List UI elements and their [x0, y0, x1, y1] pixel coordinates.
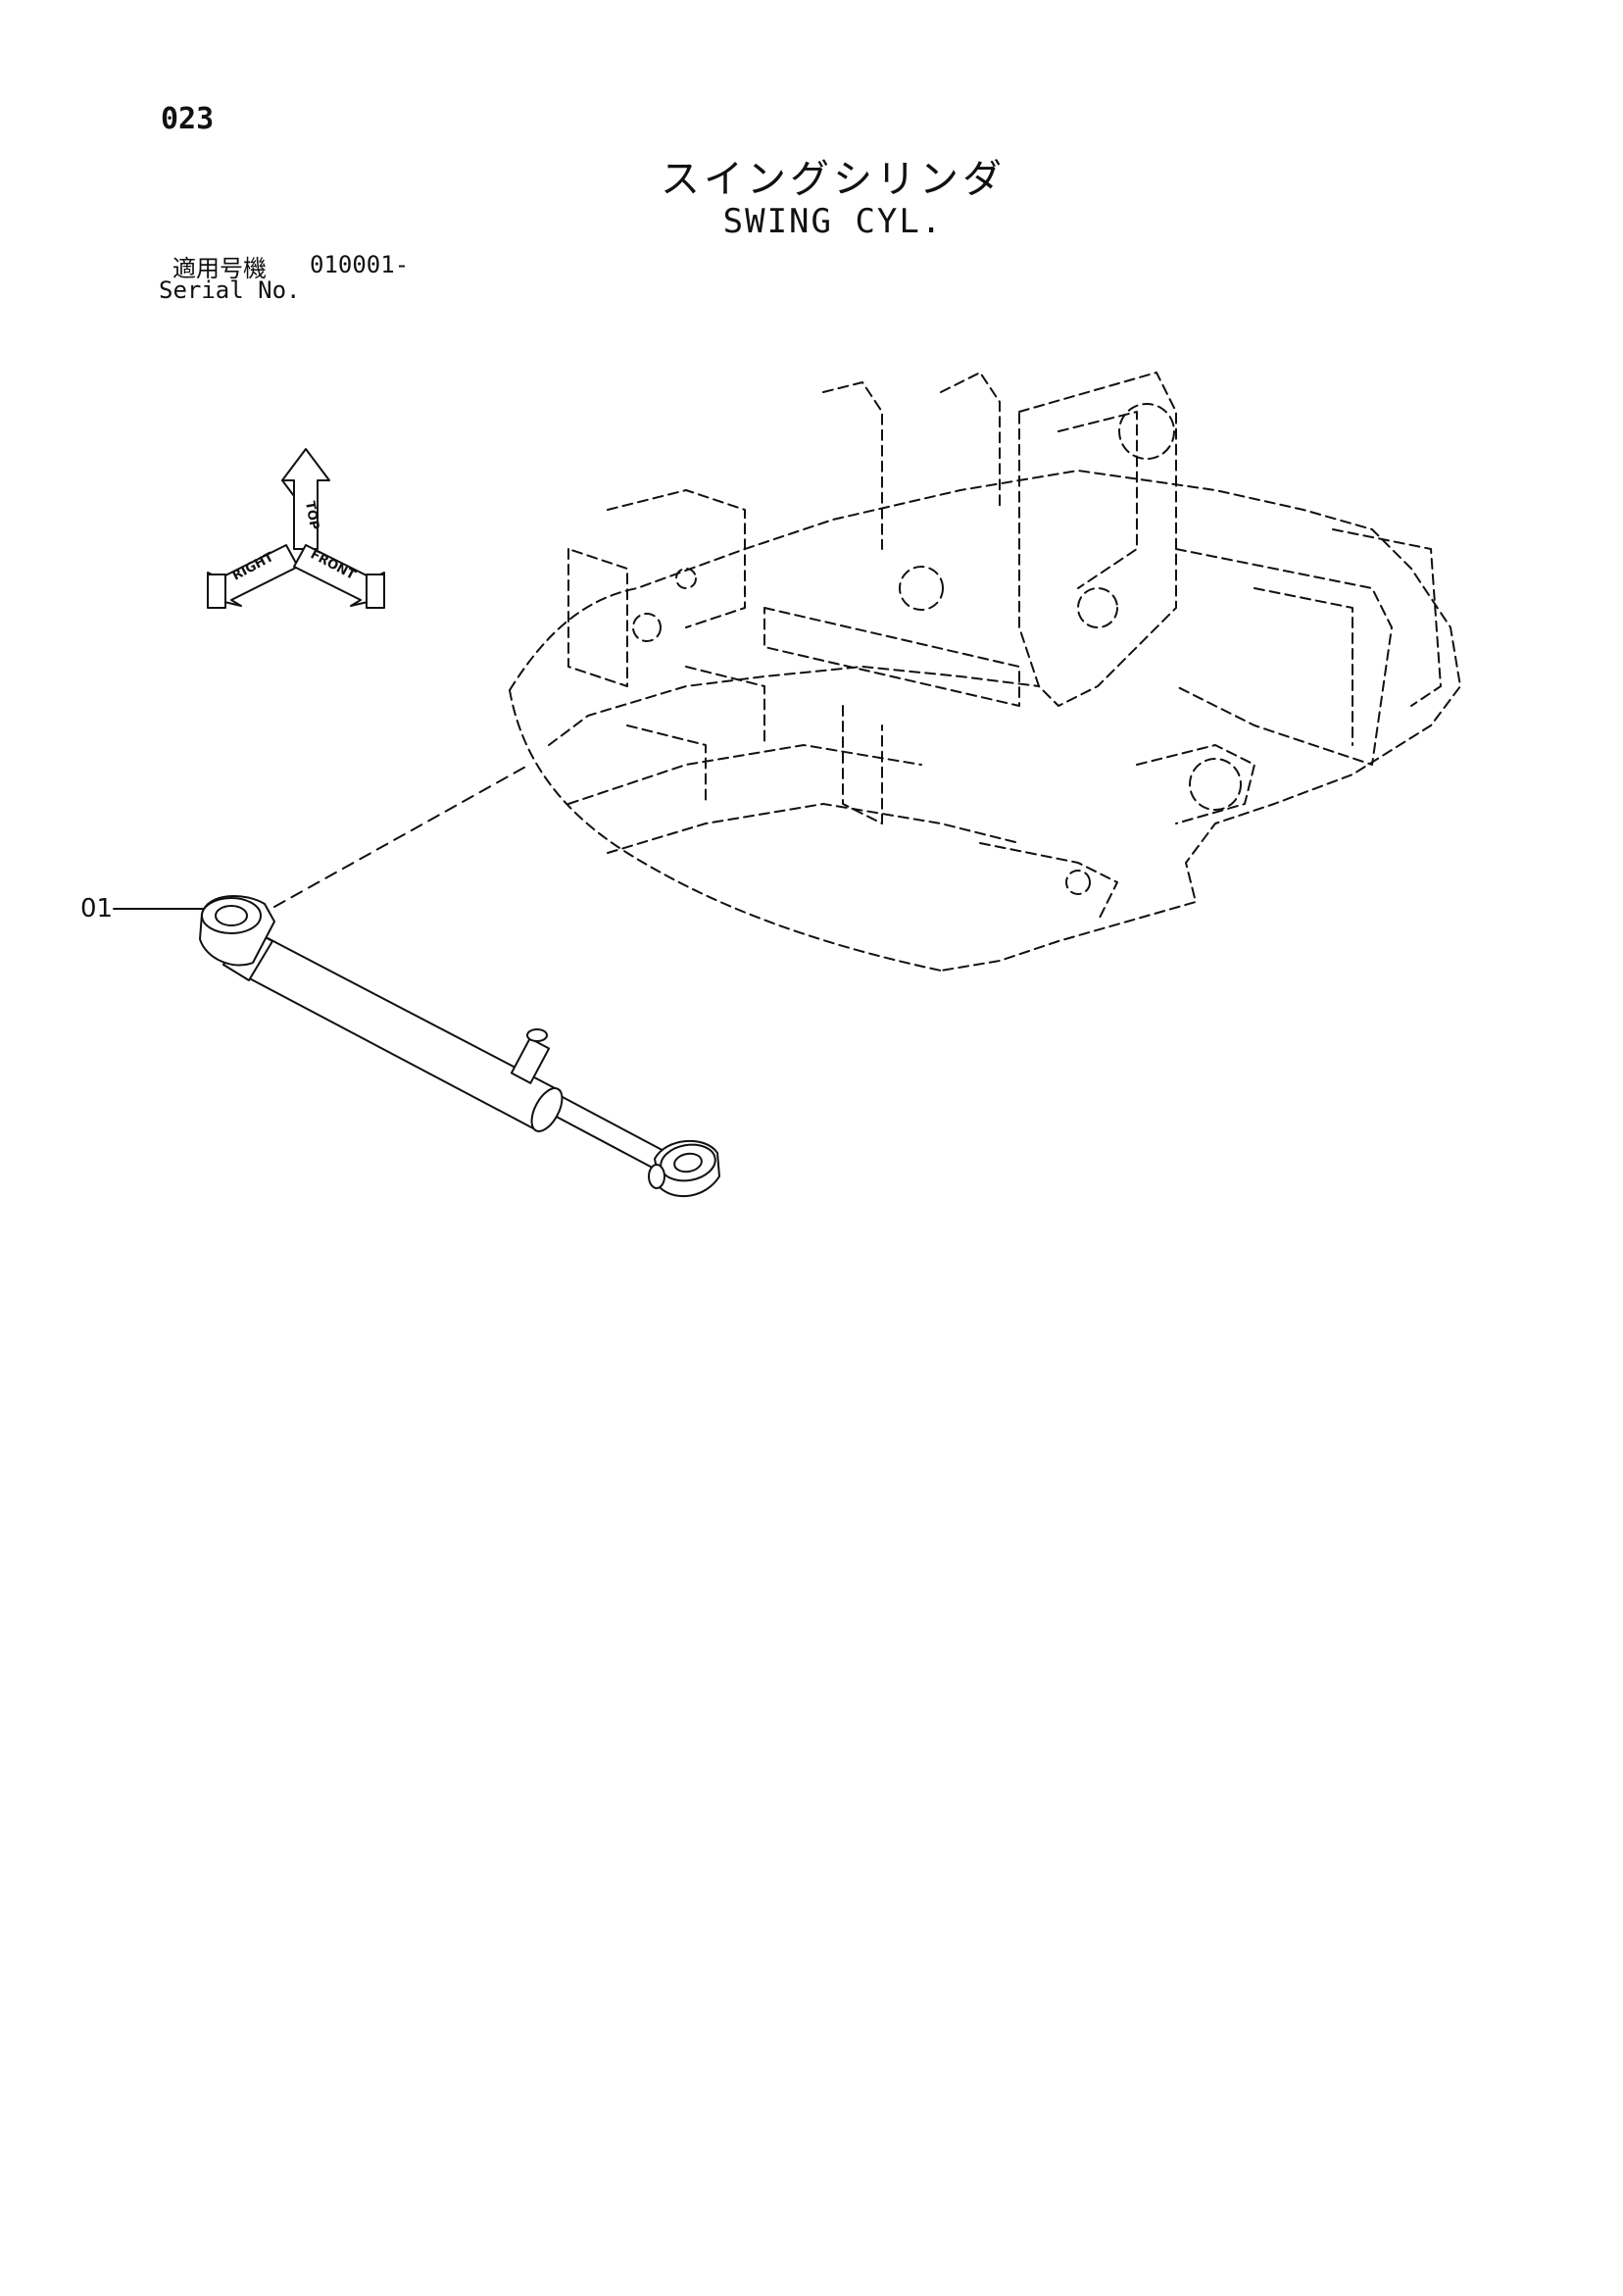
part-number-label: 01: [80, 894, 114, 923]
page-number: 023: [161, 102, 215, 136]
mount-leader-line: [273, 764, 530, 908]
upper-frame-drawing: [509, 372, 1461, 972]
title-english: SWING CYL.: [722, 202, 944, 241]
orientation-indicator-icon: [207, 448, 385, 609]
orientation-top-label: TOP: [302, 500, 321, 531]
serial-number-value: 010001-: [310, 251, 410, 278]
swing-cylinder-drawing: [199, 895, 720, 1197]
serial-label-english: Serial No.: [159, 276, 301, 304]
serial-label-japanese: 適用号機: [172, 255, 267, 282]
title-japanese: スイングシリンダ: [661, 157, 1006, 202]
